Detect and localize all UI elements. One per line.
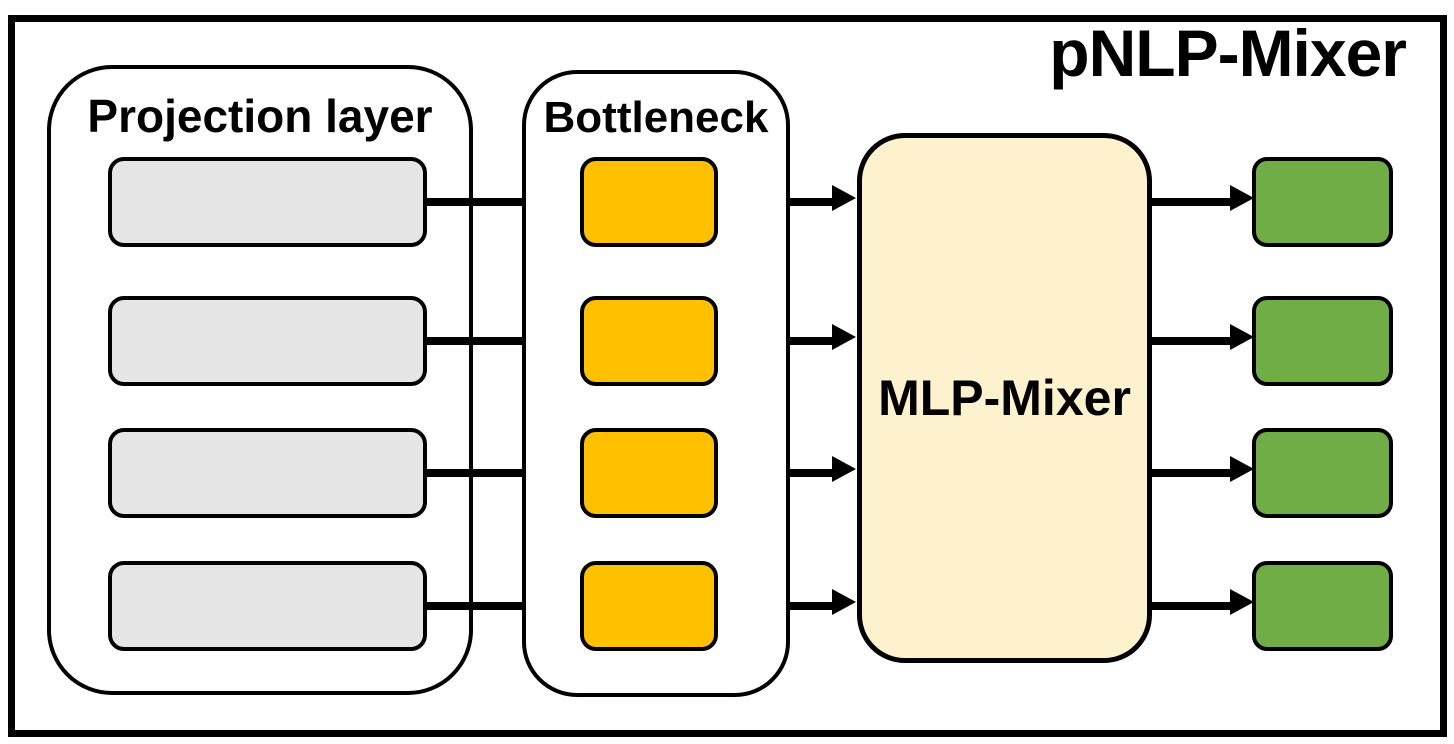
bottleneck-box-4 (580, 561, 718, 651)
arrow-bottleneck-to-mixer-3 (788, 456, 856, 482)
bottleneck-box-2 (580, 296, 718, 386)
mlp-mixer-block: MLP-Mixer (857, 133, 1152, 663)
bottleneck-box-3 (580, 428, 718, 518)
connector-line-1 (423, 198, 524, 206)
arrow-mixer-to-output-3 (1150, 456, 1254, 482)
arrow-bottleneck-to-mixer-2 (788, 324, 856, 350)
projection-layer-label: Projection layer (87, 90, 433, 142)
projection-box-1 (108, 157, 427, 247)
output-box-3 (1252, 428, 1393, 518)
projection-box-2 (108, 296, 427, 386)
projection-box-4 (108, 561, 427, 651)
output-box-1 (1252, 157, 1393, 247)
figure-title: pNLP-Mixer (1049, 16, 1407, 90)
output-box-4 (1252, 561, 1393, 651)
bottleneck-label: Bottleneck (543, 93, 769, 142)
arrow-bottleneck-to-mixer-1 (788, 185, 856, 211)
arrow-mixer-to-output-4 (1150, 589, 1254, 615)
outer-frame (8, 15, 1447, 737)
arrow-bottleneck-to-mixer-4 (788, 589, 856, 615)
arrow-mixer-to-output-1 (1150, 185, 1254, 211)
output-box-2 (1252, 296, 1393, 386)
connector-line-2 (423, 337, 524, 345)
connector-line-3 (423, 469, 524, 477)
projection-box-3 (108, 428, 427, 518)
arrow-mixer-to-output-2 (1150, 324, 1254, 350)
bottleneck-box-1 (580, 157, 718, 247)
connector-line-4 (423, 602, 524, 610)
mlp-mixer-label: MLP-Mixer (878, 370, 1131, 426)
